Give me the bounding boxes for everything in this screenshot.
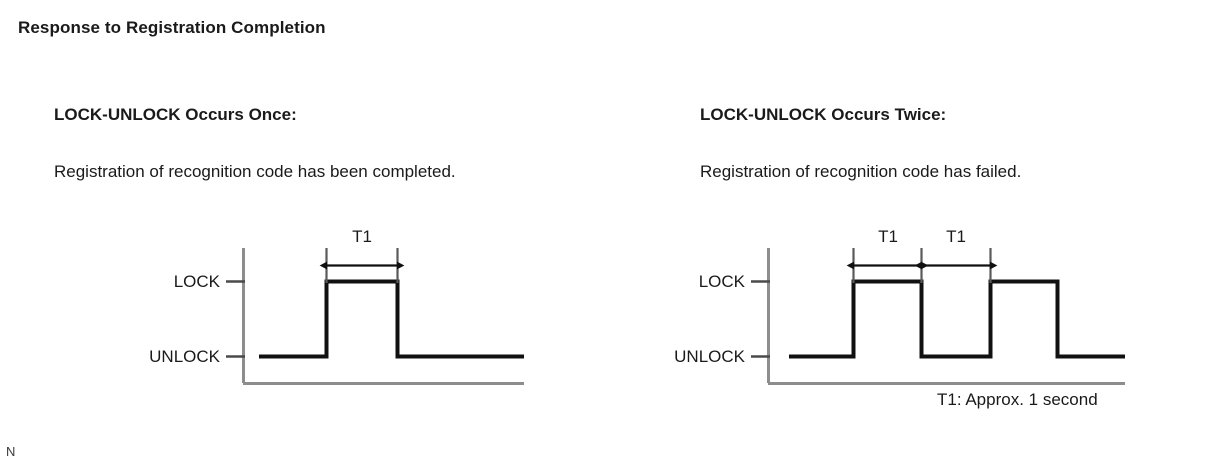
footnote-t1-duration: T1: Approx. 1 second	[937, 390, 1098, 409]
case-twice-heading: LOCK-UNLOCK Occurs Twice:	[700, 105, 947, 124]
unlock-label-twice: UNLOCK	[674, 347, 746, 366]
timing-diagram-twice: LOCK UNLOCK T1 T1	[674, 227, 1125, 385]
waveform-once	[259, 279, 524, 359]
waveform-twice	[789, 279, 1125, 359]
case-once-heading: LOCK-UNLOCK Occurs Once:	[54, 105, 297, 124]
dim-label-t1-first-twice: T1	[878, 227, 898, 246]
lock-label-twice: LOCK	[699, 272, 746, 291]
page-title: Response to Registration Completion	[18, 18, 326, 37]
dim-label-t1-once: T1	[352, 227, 372, 246]
case-once-description: Registration of recognition code has bee…	[54, 162, 456, 181]
case-twice-description: Registration of recognition code has fai…	[700, 162, 1022, 181]
timing-diagram-once: LOCK UNLOCK T1	[149, 227, 524, 385]
lock-label-once: LOCK	[174, 272, 221, 291]
unlock-label-once: UNLOCK	[149, 347, 221, 366]
dim-label-t1-second-twice: T1	[946, 227, 966, 246]
page-marker: N	[6, 444, 16, 459]
